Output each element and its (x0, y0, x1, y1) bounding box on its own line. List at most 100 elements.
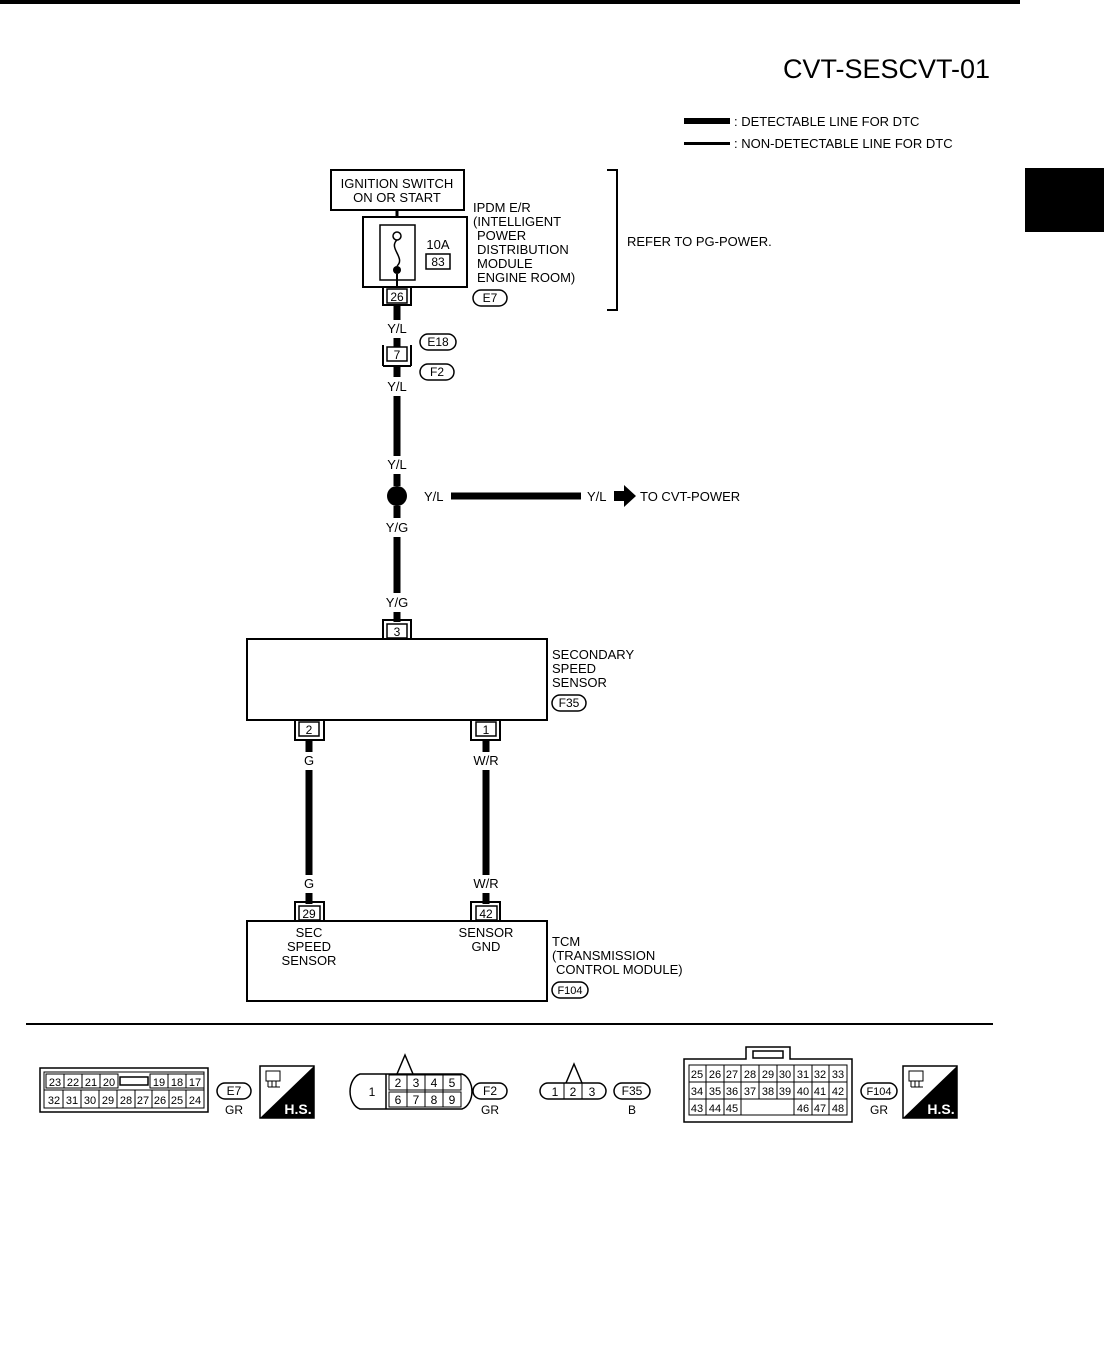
f104-pin-26: 26 (709, 1069, 721, 1081)
wire-label-yl-3: Y/L (387, 457, 407, 472)
wire-label-yl-1: Y/L (387, 321, 407, 336)
wire-label-yl-branch-end: Y/L (587, 489, 607, 504)
f104-pin-43: 43 (691, 1103, 703, 1115)
f104-pin-42: 42 (832, 1086, 844, 1098)
e7-pin-28: 28 (120, 1095, 132, 1107)
e7-pin-19: 19 (153, 1077, 165, 1089)
f104-pin-30: 30 (779, 1069, 791, 1081)
fuse-number: 83 (431, 255, 445, 269)
terminal-2: 2 (306, 723, 313, 737)
f2-view-id: F2 (483, 1084, 497, 1098)
fuse-bottom-node (393, 266, 401, 274)
e7-top-left-pins: 23 22 21 20 (45, 1073, 119, 1089)
f104-pin-47: 47 (814, 1103, 826, 1115)
secondary-line-3: SENSOR (552, 675, 607, 690)
connector-f35-label: F35 (559, 696, 580, 710)
e7-pin-23: 23 (49, 1077, 61, 1089)
tcm-line-3: CONTROL MODULE) (556, 962, 683, 977)
harness-side-icon: H.S. (259, 1065, 315, 1119)
legend: : DETECTABLE LINE FOR DTC : NON-DETECTAB… (684, 114, 953, 151)
refer-bracket (607, 169, 618, 311)
connector-f2-tag (419, 363, 455, 381)
non-detectable-line-sample (684, 142, 730, 145)
f104-pin-40: 40 (797, 1086, 809, 1098)
e7-view-id: E7 (227, 1084, 242, 1098)
e7-top-right-pins: 19 18 17 (149, 1073, 205, 1089)
splice-node (387, 486, 407, 506)
e7-pin-27: 27 (137, 1095, 149, 1107)
fuse-rating: 10A (426, 237, 449, 252)
f2-pin-3: 3 (413, 1076, 420, 1090)
f104-key (752, 1050, 784, 1059)
e7-pin-17: 17 (189, 1077, 201, 1089)
terminal-1: 1 (483, 723, 490, 737)
terminal-29-bracket (294, 901, 325, 921)
tcm-left-label-3: SENSOR (282, 953, 337, 968)
connector-e18-tag (419, 333, 457, 351)
connector-e7-tag (472, 289, 508, 307)
ignition-line1: IGNITION SWITCH (341, 176, 454, 191)
f104-pin-41: 41 (814, 1086, 826, 1098)
f104-pin-32: 32 (814, 1069, 826, 1081)
legend-detectable: : DETECTABLE LINE FOR DTC (734, 114, 919, 129)
wire-label-g-1: G (304, 753, 314, 768)
f104-pin-33: 33 (832, 1069, 844, 1081)
f104-pin-34: 34 (691, 1086, 703, 1098)
f2-pin-6: 6 (395, 1093, 402, 1107)
wire-label-yl-branch: Y/L (424, 489, 444, 504)
f35-pin-2: 2 (570, 1085, 577, 1099)
ipdm-line-1: IPDM E/R (473, 200, 531, 215)
secondary-line-2: SPEED (552, 661, 596, 676)
f104-view-id: F104 (866, 1086, 891, 1098)
f104-pin-28: 28 (744, 1069, 756, 1081)
f104-pin-46: 46 (797, 1103, 809, 1115)
legend-non-detectable: : NON-DETECTABLE LINE FOR DTC (734, 136, 953, 151)
ipdm-line-6: ENGINE ROOM) (477, 270, 575, 285)
f104-pin-31: 31 (797, 1069, 809, 1081)
refer-text: REFER TO PG-POWER. (627, 234, 772, 249)
f104-pin-29: 29 (762, 1069, 774, 1081)
e7-bottom-pins: 32 31 30 29 28 27 26 25 24 (48, 1090, 201, 1108)
hs-label-1: H.S. (284, 1101, 311, 1117)
wire-label-yl-2: Y/L (387, 379, 407, 394)
detectable-line-sample (684, 118, 730, 124)
e7-view-color: GR (225, 1103, 243, 1117)
ignition-line2: ON OR START (353, 190, 441, 205)
e7-pin-29: 29 (102, 1095, 114, 1107)
f104-pin-39: 39 (779, 1086, 791, 1098)
junction-bracket (382, 345, 412, 366)
f2-pin-8: 8 (431, 1093, 438, 1107)
f2-pin-9: 9 (449, 1093, 456, 1107)
ipdm-line-5: MODULE (477, 256, 533, 271)
terminal-3-bracket (382, 619, 412, 639)
e7-pin-25: 25 (171, 1095, 183, 1107)
f104-pin-45: 45 (726, 1103, 738, 1115)
connector-f2-label: F2 (430, 365, 444, 379)
fuse-top-node (392, 231, 402, 241)
f104-row-2: 34 35 36 37 38 39 40 41 42 (691, 1086, 844, 1098)
secondary-speed-sensor-box (246, 638, 548, 721)
ipdm-line-2: (INTELLIGENT (473, 214, 561, 229)
connector-view-f2: 1 2 3 4 5 6 7 8 9 F2 GR (349, 1053, 508, 1117)
e7-pin-32: 32 (48, 1095, 60, 1107)
junction-terminal-7: 7 (394, 348, 401, 362)
f2-pin-5: 5 (449, 1076, 456, 1090)
connector-view-e7: 23 22 21 20 19 18 17 32 31 30 29 (39, 1067, 252, 1117)
f104-pin-38: 38 (762, 1086, 774, 1098)
f2-view-color: GR (481, 1103, 499, 1117)
connector-f104-label: F104 (557, 985, 582, 997)
wire-label-wr-1: W/R (473, 753, 498, 768)
terminal-42: 42 (479, 907, 493, 921)
f2-pin-1: 1 (369, 1085, 376, 1099)
tcm-line-1: TCM (552, 934, 580, 949)
f104-pin-35: 35 (709, 1086, 721, 1098)
e7-pin-31: 31 (66, 1095, 78, 1107)
terminal-42-bracket (470, 901, 501, 921)
terminal-26: 26 (390, 290, 404, 304)
f35-pin-1: 1 (552, 1085, 559, 1099)
f104-row-3: 43 44 45 46 47 48 (691, 1103, 844, 1115)
e7-pin-22: 22 (67, 1077, 79, 1089)
connector-f35-tag (551, 694, 587, 712)
connector-e18-label: E18 (427, 335, 449, 349)
f35-key-triangle (565, 1062, 583, 1084)
